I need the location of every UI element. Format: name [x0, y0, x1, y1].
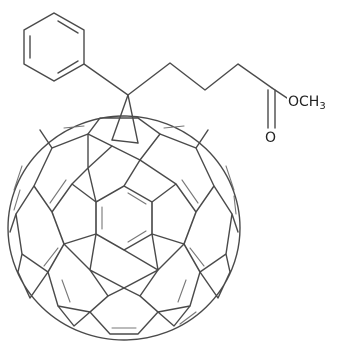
carbonyl-oxygen-label: O	[264, 130, 278, 146]
phenyl-ring	[23, 12, 85, 82]
cyclopropane-bridge	[111, 94, 139, 144]
methoxy-subscript: 3	[319, 101, 326, 112]
fullerene-cage	[7, 115, 241, 341]
methoxy-label: OCH3	[287, 94, 327, 112]
alkyl-chain	[127, 62, 273, 96]
phenyl-bridge-bond	[83, 63, 129, 96]
